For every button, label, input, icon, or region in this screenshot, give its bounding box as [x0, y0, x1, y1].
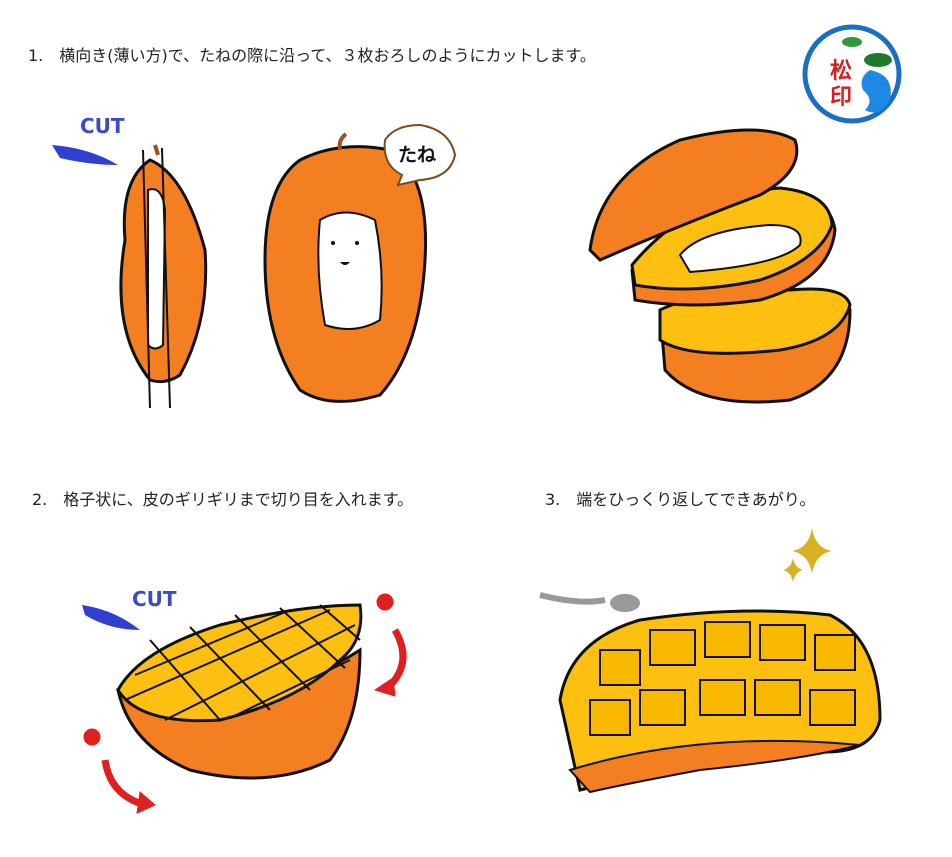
mango-side-view [119, 144, 208, 409]
mango-hedgehog [558, 609, 882, 794]
spoon-icon [539, 592, 640, 612]
sparkle-icon [783, 528, 832, 582]
mango-half-scored [116, 603, 363, 780]
step-2-text: 2. 格子状に、皮のギリギリまで切り目を入れます。 [32, 490, 414, 509]
seed-label: たね [398, 144, 436, 166]
cut-label-2: CUT [132, 587, 177, 611]
step-3-text: 3. 端をひっくり返してできあがり。 [545, 490, 816, 509]
knife-icon [52, 145, 118, 165]
matsujirushi-logo: 松 印 [802, 24, 902, 124]
mango-three-slices [588, 128, 852, 404]
seed-speech-bubble: たね [383, 123, 457, 187]
red-arrow-icon [83, 593, 407, 814]
logo-char-bottom: 印 [830, 84, 852, 110]
cut-label-1: CUT [80, 114, 125, 138]
step-1-text: 1. 横向き(薄い方)で、たねの際に沿って、３枚おろしのようにカットします。 [28, 46, 596, 65]
logo-char-top: 松 [830, 58, 852, 84]
knife-icon-2 [82, 605, 140, 630]
mango-front-view [263, 132, 428, 403]
